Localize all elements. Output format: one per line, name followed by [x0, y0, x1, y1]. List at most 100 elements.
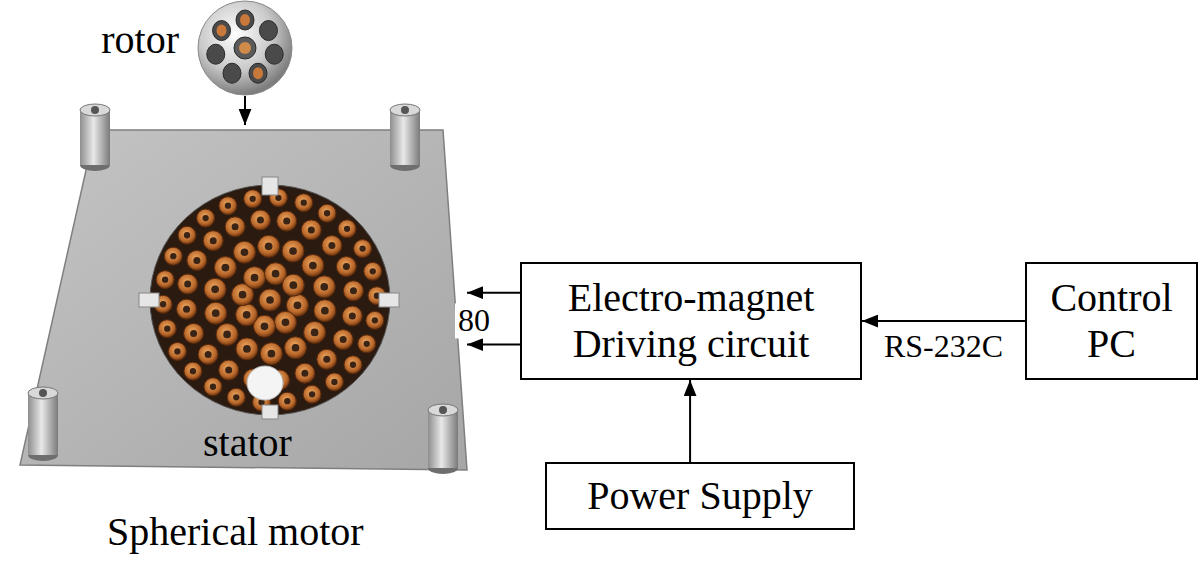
electromagnet-coil [282, 240, 304, 262]
coil-core [309, 391, 315, 397]
electromagnet-coil [322, 236, 342, 256]
coil-core [222, 264, 230, 272]
post-body [80, 110, 110, 165]
coil-core [350, 362, 356, 368]
coil-core [223, 331, 231, 339]
electromagnet-coil [187, 250, 207, 270]
electromagnet-coil [244, 267, 266, 289]
coil-core [283, 218, 290, 225]
coil-core [321, 307, 329, 315]
coil-core [257, 217, 264, 224]
post-top [28, 387, 58, 399]
stator-plate: statorSpherical motor [15, 125, 467, 475]
support-post [80, 104, 110, 171]
coil-core [212, 309, 220, 317]
box-text: Power Supply [587, 473, 813, 519]
connector-arrow [689, 380, 691, 462]
electromagnet-coil [214, 257, 236, 279]
electromagnet-coil [303, 385, 321, 403]
coil-core [308, 226, 315, 233]
electromagnet-coil [219, 360, 239, 380]
bus-count: 80 [455, 303, 493, 338]
electromagnet-coil [178, 274, 198, 294]
electromagnet-coil [325, 373, 343, 391]
part-label: stator [203, 421, 292, 465]
coil-core [268, 350, 276, 358]
coil-core [202, 215, 208, 221]
electromagnet-coil [302, 255, 324, 277]
electromagnet-coil [318, 204, 336, 222]
coil-core [170, 253, 176, 259]
electromagnet-coil [301, 220, 321, 240]
electromagnet-coil [304, 321, 326, 343]
mounting-tab [139, 293, 159, 307]
coil-core [225, 203, 231, 209]
electromagnet-coil [164, 247, 182, 265]
process-box: Electro-magnet Driving circuit [520, 262, 862, 380]
coil-core [340, 336, 347, 343]
electromagnet-coil [184, 323, 204, 343]
electromagnet-coil [333, 330, 353, 350]
electromagnet-coil [277, 211, 297, 231]
coil-core [343, 263, 350, 270]
coil-core [359, 245, 365, 251]
connector-arrow [467, 292, 520, 294]
connector-arrow [244, 96, 246, 125]
electromagnet-coil [178, 226, 196, 244]
coil-core [301, 200, 307, 206]
electromagnet-coil [236, 304, 258, 326]
coil-core [183, 306, 190, 313]
electromagnet-coil [295, 194, 313, 212]
electromagnet-coil [344, 356, 362, 374]
coil-core [265, 242, 273, 250]
electromagnet-coil [233, 241, 255, 263]
electromagnet-coil [158, 320, 176, 338]
post-body [428, 410, 458, 468]
coil-core [232, 223, 239, 230]
electromagnet-coil [295, 363, 315, 383]
coil-core [331, 379, 337, 385]
coil-core [210, 237, 217, 244]
rotor-hole [249, 63, 267, 83]
rotor-magnet [240, 14, 250, 26]
electromagnet-coil [342, 306, 362, 326]
coil-core [250, 196, 256, 202]
electromagnet-coil [219, 197, 237, 215]
rotor-figure: rotor [193, 0, 297, 96]
coil-core [241, 248, 249, 256]
electromagnet-coil [285, 337, 307, 359]
electromagnet-coil [366, 311, 384, 329]
coil-core [261, 322, 269, 330]
mounting-tab [262, 177, 278, 195]
electromagnet-coil [168, 342, 186, 360]
electromagnet-coil [203, 231, 223, 251]
coil-core [301, 370, 308, 377]
electromagnet-coil [184, 362, 202, 380]
electromagnet-coil [156, 271, 174, 289]
electromagnet-coil [250, 210, 270, 230]
connector-arrow [467, 344, 520, 346]
coil-core [162, 276, 168, 282]
rotor-magnet [253, 67, 263, 79]
coil-core [239, 291, 247, 299]
rotor-hole [259, 21, 277, 41]
electromagnet-coil [204, 278, 226, 300]
coil-core [184, 232, 190, 238]
electromagnet-coil [216, 323, 238, 345]
rotor-hole [207, 44, 225, 64]
electromagnet-coil [236, 338, 258, 360]
post-body [390, 110, 420, 165]
post-screw [439, 406, 447, 414]
electromagnet-coil [177, 299, 197, 319]
electromagnet-coil [198, 344, 218, 364]
coil-core [243, 311, 251, 319]
coil-core [266, 296, 274, 304]
coil-core [282, 319, 290, 327]
electromagnet-coil [338, 220, 356, 238]
coil-core [294, 301, 302, 309]
coil-core [328, 242, 335, 249]
coil-core [370, 268, 376, 274]
rotor-sphere [198, 1, 292, 95]
electromagnet-coil [314, 300, 336, 322]
coil-core [160, 301, 166, 307]
